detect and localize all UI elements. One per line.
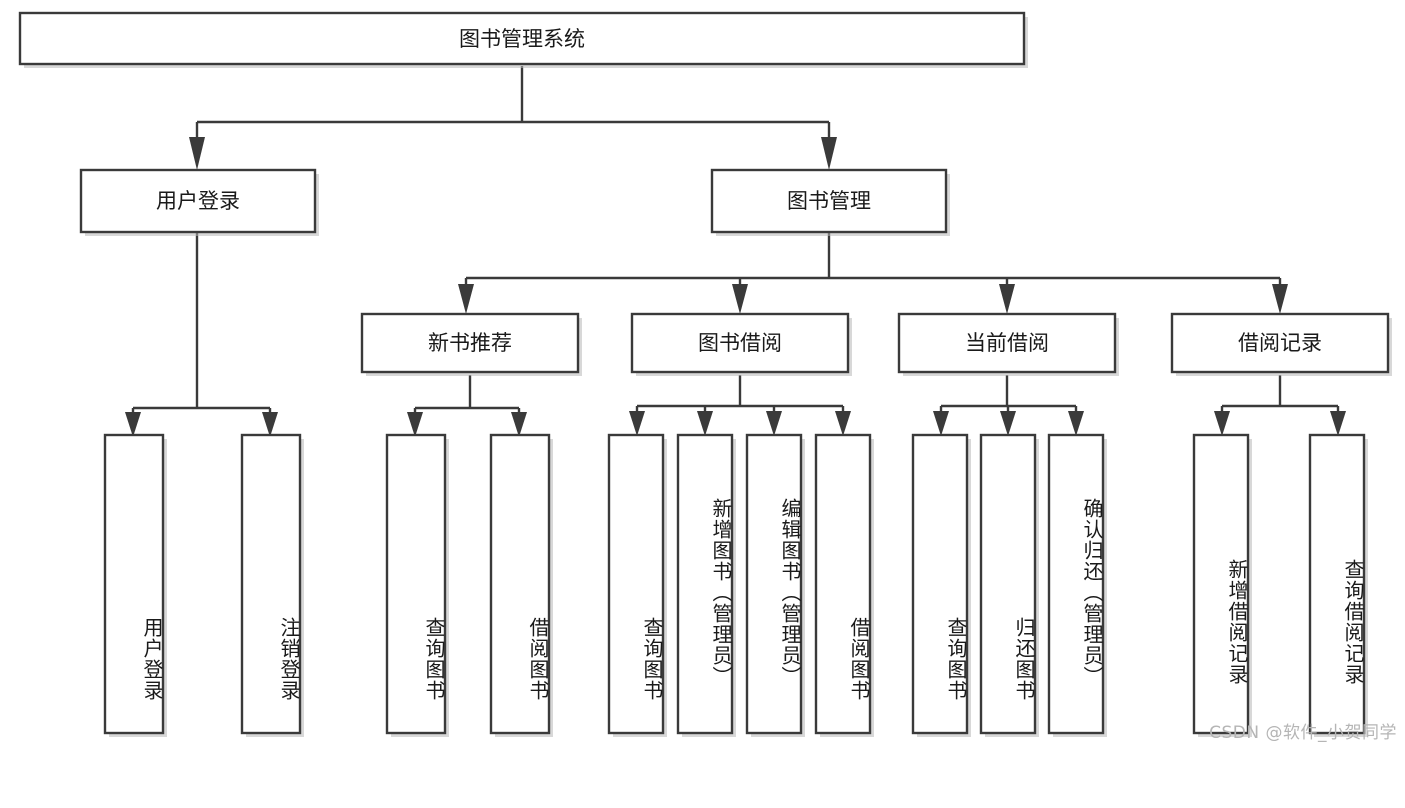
- leaf-box-record-query[interactable]: [1308, 433, 1366, 735]
- watermark-text: CSDN @软件_小贺同学: [1209, 723, 1397, 743]
- arrow-borrow-leaf-2: [697, 411, 713, 436]
- arrow-userlogin-leaf-2: [262, 412, 278, 437]
- connectors-group: [125, 66, 1346, 437]
- leaf-box-current-query[interactable]: [911, 433, 969, 735]
- node-book-borrow[interactable]: [630, 312, 850, 374]
- arrow-borrow-leaf-3: [766, 411, 782, 436]
- leaf-box-borrow-edit[interactable]: [745, 433, 803, 735]
- arrow-record-leaf-2: [1330, 411, 1346, 436]
- leaf-box-newbook-query[interactable]: [385, 433, 447, 735]
- node-borrow-record[interactable]: [1170, 312, 1390, 374]
- arrow-root-to-userlogin: [189, 137, 205, 170]
- node-current-borrow[interactable]: [897, 312, 1117, 374]
- arrow-current-leaf-1: [933, 411, 949, 436]
- leaf-box-borrow-add[interactable]: [676, 433, 734, 735]
- arrow-current-leaf-3: [1068, 411, 1084, 436]
- arrow-borrow-leaf-4: [835, 411, 851, 436]
- root-label: 图书管理系统: [459, 27, 585, 51]
- arrow-userlogin-leaf-1: [125, 412, 141, 437]
- node-book-management-label: 图书管理: [787, 189, 871, 213]
- leaf-box-user-logout[interactable]: [240, 433, 302, 735]
- arrow-root-to-bookmgmt: [821, 137, 837, 170]
- node-user-login-label: 用户登录: [156, 189, 240, 213]
- leaf-box-current-return[interactable]: [979, 433, 1037, 735]
- node-new-book-recommend[interactable]: [360, 312, 580, 374]
- node-book-management[interactable]: [710, 168, 948, 234]
- node-new-book-recommend-label: 新书推荐: [428, 331, 512, 355]
- arrow-newbook-leaf-2: [511, 412, 527, 437]
- leaf-box-current-confirm[interactable]: [1047, 433, 1105, 735]
- flowchart-svg: 图书管理系统 用户登录 图书管理 新书推荐 图书借阅 当前借阅 借阅记录: [18, 11, 1392, 737]
- flowchart-canvas: 图书管理系统 用户登录 图书管理 新书推荐 图书借阅 当前借阅 借阅记录: [18, 11, 1397, 743]
- arrow-newbook-leaf-1: [407, 412, 423, 437]
- leaf-box-user-login[interactable]: [103, 433, 165, 735]
- root-box[interactable]: [18, 11, 1026, 66]
- nodes-group: 图书管理系统 用户登录 图书管理 新书推荐 图书借阅 当前借阅 借阅记录: [18, 11, 1392, 737]
- node-user-login[interactable]: [79, 168, 317, 234]
- arrow-current-leaf-2: [1000, 411, 1016, 436]
- leaf-box-borrow-query[interactable]: [607, 433, 665, 735]
- node-current-borrow-label: 当前借阅: [965, 331, 1049, 355]
- leaf-box-record-add[interactable]: [1192, 433, 1250, 735]
- leaf-box-borrow-lend[interactable]: [814, 433, 872, 735]
- leaf-box-newbook-borrow[interactable]: [489, 433, 551, 735]
- arrow-borrow-leaf-1: [629, 411, 645, 436]
- arrow-bookmgmt-to-newbook: [458, 284, 474, 314]
- arrow-record-leaf-1: [1214, 411, 1230, 436]
- node-borrow-record-label: 借阅记录: [1238, 331, 1322, 355]
- node-book-borrow-label: 图书借阅: [698, 331, 782, 355]
- arrow-bookmgmt-to-borrow: [732, 284, 748, 314]
- arrow-bookmgmt-to-record: [1272, 284, 1288, 314]
- arrow-bookmgmt-to-current: [999, 284, 1015, 314]
